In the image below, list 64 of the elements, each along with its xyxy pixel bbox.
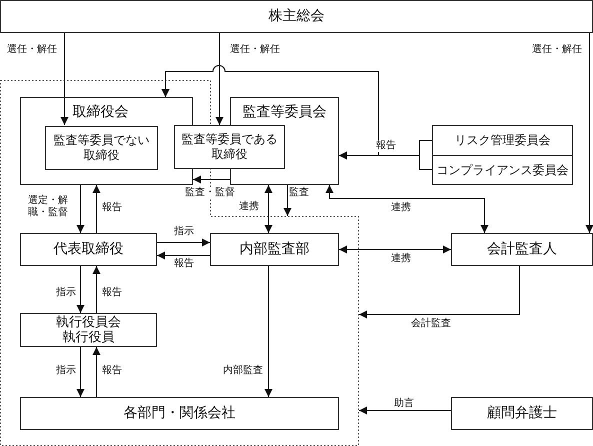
- process-box: [20, 233, 157, 266]
- box-label: 株主総会: [268, 8, 324, 25]
- edge-label: 連携: [390, 253, 412, 265]
- arrow: [264, 184, 272, 234]
- process-box: [210, 233, 339, 266]
- box-heading: 取締役会: [72, 104, 128, 121]
- process-box: [45, 126, 158, 170]
- edge-label: 選任・解任: [6, 44, 58, 56]
- box-label: 監査等委員でない取締役: [52, 133, 150, 163]
- arrow: [358, 266, 520, 318]
- box-label: 顧問弁護士: [487, 405, 557, 422]
- arrow: [92, 266, 100, 314]
- arrow: [326, 184, 488, 234]
- process-box: [432, 125, 573, 156]
- process-box: [20, 313, 157, 347]
- edge-label: 指示: [55, 287, 77, 299]
- box-label: 会計監査人: [487, 241, 557, 258]
- process-box: [451, 233, 593, 266]
- process-box: [20, 397, 339, 430]
- arrow: [92, 346, 100, 398]
- arrow: [76, 184, 84, 234]
- edge-label: 連携: [238, 201, 260, 213]
- edge-label: 監査: [288, 187, 310, 199]
- edge-label: 監査・監督: [184, 187, 236, 199]
- edge-label: 内部監査: [222, 365, 264, 377]
- edge-label: 報告: [173, 258, 195, 270]
- edge-label: 選任・解任: [229, 44, 281, 56]
- arrow: [156, 252, 210, 260]
- edge-label: 報告: [375, 140, 397, 152]
- arrow: [586, 32, 593, 234]
- edge-label: 指示: [173, 226, 195, 238]
- meeting-box: [0, 0, 593, 33]
- arrow: [156, 238, 210, 246]
- edge-label: 報告: [101, 202, 123, 214]
- arrow: [60, 32, 68, 126]
- board-box: [20, 97, 193, 185]
- box-label: リスク管理委員会: [454, 132, 550, 149]
- edge-label: 会計監査: [410, 318, 452, 330]
- edge-label: 連携: [390, 202, 412, 214]
- box-label: 各部門・関係会社: [124, 405, 236, 422]
- edge-label: 助言: [393, 398, 415, 410]
- arrow: [76, 266, 84, 314]
- edge-label: 報告: [101, 287, 123, 299]
- arrow: [338, 246, 452, 254]
- box-label: 監査等委員である取締役: [180, 132, 278, 162]
- arrow: [358, 406, 452, 414]
- box-label: コンプライアンス委員会: [436, 162, 568, 178]
- arrow: [264, 266, 272, 398]
- edge-label: 報告: [101, 365, 123, 377]
- arrow: [284, 184, 292, 216]
- process-box: [432, 155, 573, 185]
- box-heading: 監査等委員会: [242, 104, 326, 121]
- edge-label: 指示: [55, 365, 77, 377]
- box-label: 内部監査部: [240, 241, 310, 258]
- arrow: [216, 32, 224, 126]
- box-label: 執行役員: [62, 330, 114, 345]
- box-label: 執行役員会: [56, 315, 121, 330]
- arrow: [192, 176, 230, 184]
- edge-label: 選任・解任: [531, 44, 583, 56]
- process-box: [451, 397, 593, 430]
- arrow: [76, 346, 84, 398]
- process-box: [174, 125, 285, 169]
- arrow: [92, 184, 100, 234]
- box-label: 代表取締役: [54, 241, 124, 258]
